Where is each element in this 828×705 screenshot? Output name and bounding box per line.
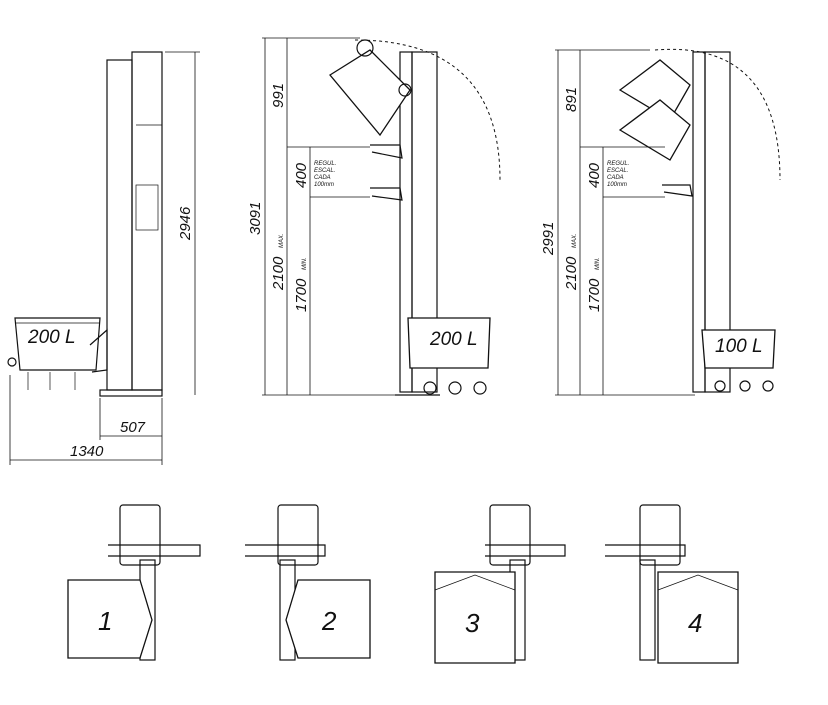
plan-view-3: 3: [434, 504, 566, 664]
note-line: REGUL.: [607, 161, 629, 167]
note-line: 100mm: [607, 182, 627, 188]
top-dimension: 991: [270, 83, 287, 108]
total-height-dimension: 3091: [247, 202, 264, 235]
depth-dimension: 507: [120, 419, 146, 436]
max-label: MAX.: [572, 233, 578, 248]
lift-view-100l: 100 L 2991 891 400 REGUL. ESCAL. CADA 10…: [540, 48, 781, 396]
total-height-dimension: 2991: [540, 222, 557, 256]
bin-capacity-label: 100 L: [715, 336, 763, 357]
step-dimension: 400: [586, 162, 603, 188]
plan-label: 2: [321, 606, 337, 636]
step-dimension: 400: [293, 162, 310, 188]
top-dimension: 891: [563, 87, 580, 112]
note-line: ESCAL.: [607, 168, 628, 174]
min-dimension: 1700: [586, 278, 603, 312]
bin-capacity-label: 200 L: [27, 327, 76, 348]
height-dimension: 2946: [177, 206, 194, 241]
plan-view-4: 4: [605, 504, 739, 664]
plan-view-2: 2: [245, 504, 371, 661]
width-dimension: 1340: [70, 443, 104, 460]
note-line: 100mm: [314, 182, 334, 188]
lift-view-200l: 200 L 3091 991 400 REGUL. ESCAL. CADA 10…: [247, 37, 501, 396]
side-view: 200 L 2946 507 1340: [7, 51, 200, 465]
note-line: REGUL.: [314, 161, 336, 167]
note-line: ESCAL.: [314, 168, 335, 174]
plan-view-1: 1: [67, 504, 201, 661]
min-label: MIN.: [302, 257, 308, 270]
plan-label: 4: [688, 608, 702, 638]
bin-capacity-label: 200 L: [429, 329, 478, 350]
max-dimension: 2100: [270, 256, 287, 291]
min-label: MIN.: [595, 257, 601, 270]
note-line: CADA: [607, 175, 624, 181]
plan-label: 1: [98, 606, 112, 636]
max-label: MAX.: [279, 233, 285, 248]
min-dimension: 1700: [293, 278, 310, 312]
note-line: CADA: [314, 175, 331, 181]
plan-label: 3: [465, 608, 480, 638]
max-dimension: 2100: [563, 256, 580, 291]
